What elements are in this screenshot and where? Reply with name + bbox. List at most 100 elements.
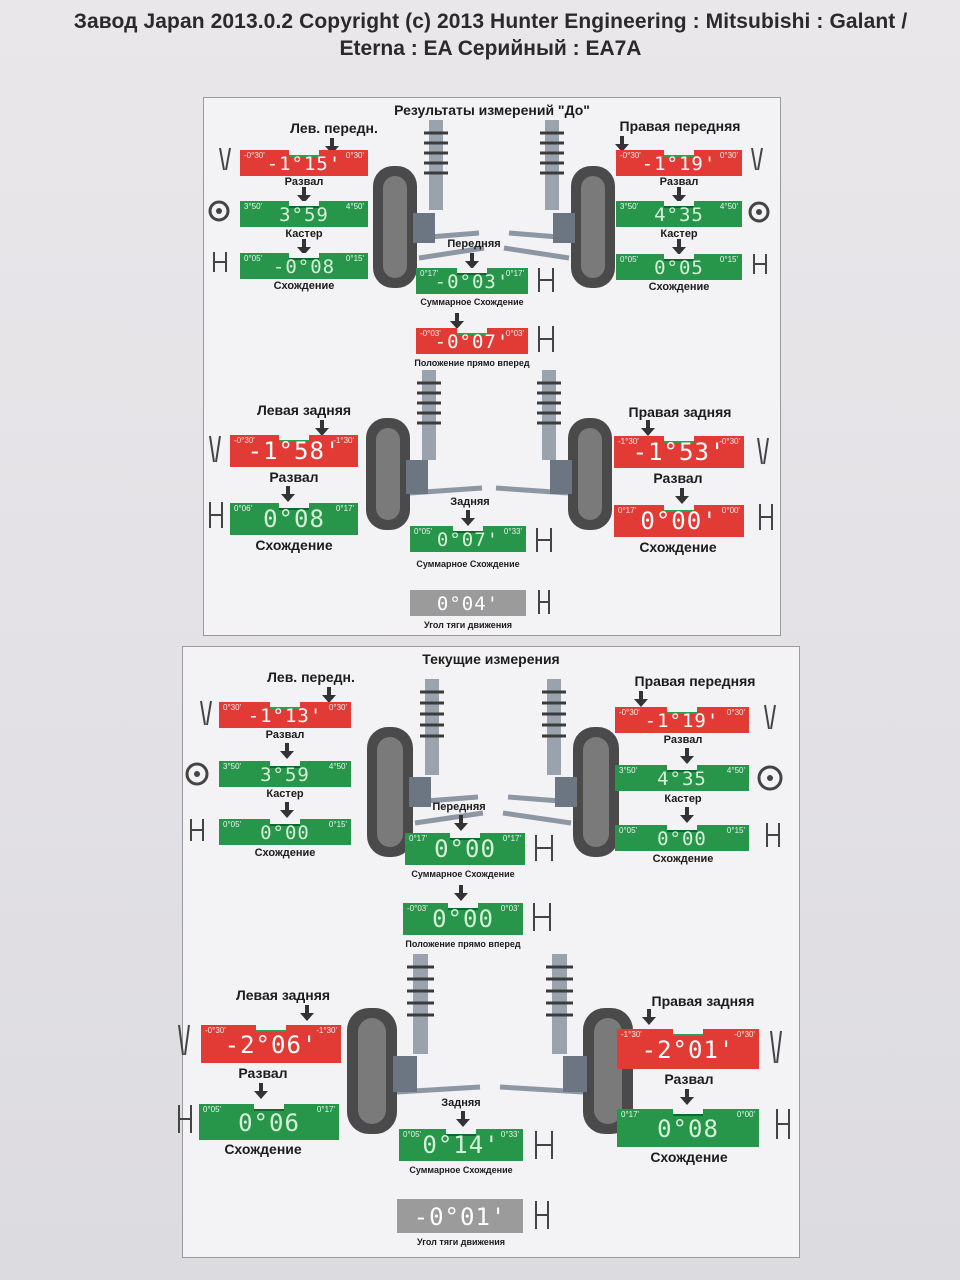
current-rear-total-toe-value: 0°14' [422, 1131, 500, 1159]
before-rear-right-toe-label: Схождение [639, 539, 717, 555]
before-front-right-caster-value: 4°35 [654, 204, 704, 226]
current-rear-right-camber-label: Развал [664, 1071, 714, 1087]
before-front-left-caster-gauge: 3°50' 4°50' 3°59 [240, 201, 368, 227]
current-front-right-caster-label: Кастер [664, 793, 702, 805]
before-thrust-angle-gauge: 0°04' [410, 590, 526, 616]
before-front-right-toe-label: Схождение [648, 281, 710, 293]
before-front-total-toe-label: Суммарное Схождение [420, 297, 524, 307]
before-front-left-camber-gauge: -0°30' 0°30' -1°15' [240, 150, 368, 176]
before-front-left-caster-label: Кастер [285, 228, 323, 240]
current-front-left-caster-gauge: 3°50' 4°50' 3°59 [219, 761, 351, 787]
before-rear-right-toe-value: 0°00' [640, 507, 718, 535]
current-thrust-angle-label: Угол тяги движения [416, 1237, 506, 1247]
current-rear-right-toe-value: 0°08 [657, 1115, 719, 1143]
before-rear-right-toe-gauge: 0°17' 0°00' 0°00' [614, 505, 744, 537]
current-rear-total-toe-label: Суммарное Схождение [409, 1165, 513, 1175]
before-rear-left-camber-gauge: -0°30' -1°30' -1°58' [230, 435, 358, 467]
toe-icon [190, 819, 204, 841]
caster-icon [208, 200, 230, 222]
before-rear-left-toe-gauge: 0°06' 0°17' 0°08 [230, 503, 358, 535]
toe-icon [753, 254, 767, 274]
current-thrust-angle-gauge: -0°01' [397, 1199, 523, 1233]
current-straight-ahead-label: Положение прямо вперед [405, 939, 521, 949]
current-panel-title: Текущие измерения [422, 651, 560, 667]
current-front-right-toe-value: 0°00 [657, 828, 707, 850]
caster-icon [748, 201, 770, 223]
before-front-right-camber-value: -1°19' [641, 153, 717, 175]
before-rear-right-camber-value: -1°53' [632, 438, 726, 466]
current-front-left-camber-gauge: 0°30' 0°30' -1°13' [219, 702, 351, 728]
camber-icon [200, 700, 212, 726]
steering-icon [533, 903, 551, 931]
before-front-left-title: Лев. передн. [290, 120, 378, 136]
current-front-left-toe-label: Схождение [254, 847, 316, 859]
before-straight-ahead-label: Положение прямо вперед [414, 358, 530, 368]
current-rear-left-toe-value: 0°06 [238, 1109, 300, 1137]
toe-icon [178, 1105, 192, 1133]
before-front-left-toe-gauge: 0°05' 0°15' -0°08 [240, 253, 368, 279]
before-rear-total-toe-value: 0°07' [436, 529, 500, 551]
current-rear-left-camber-label: Развал [238, 1065, 288, 1081]
report-header: Завод Japan 2013.0.2 Copyright (c) 2013 … [28, 8, 953, 62]
current-front-left-title: Лев. передн. [267, 669, 355, 685]
camber-icon [219, 147, 231, 171]
before-straight-ahead-value: -0°07' [434, 331, 510, 353]
current-front-left-caster-value: 3°59 [260, 764, 310, 786]
before-front-axle-title: Передняя [447, 238, 501, 250]
toe-icon [209, 502, 223, 528]
steering-icon [538, 326, 554, 352]
current-rear-right-toe-gauge: 0°17' 0°00' 0°08 [617, 1109, 759, 1147]
camber-icon [770, 1030, 782, 1064]
current-front-right-title: Правая передняя [634, 673, 756, 689]
current-front-right-toe-gauge: 0°05' 0°15' 0°00 [615, 825, 749, 851]
before-front-right-toe-gauge: 0°05' 0°15' 0°05 [616, 254, 742, 280]
current-rear-left-toe-label: Схождение [224, 1141, 302, 1157]
current-rear-right-title: Правая задняя [651, 993, 755, 1009]
before-front-left-toe-label: Схождение [273, 280, 335, 292]
before-rear-left-title: Левая задняя [256, 402, 352, 418]
current-rear-right-toe-label: Схождение [650, 1149, 728, 1165]
before-front-left-toe-value: -0°08 [272, 256, 336, 278]
current-front-left-caster-label: Кастер [266, 788, 304, 800]
before-front-right-caster-gauge: 3°50' 4°50' 4°35 [616, 201, 742, 227]
camber-icon [751, 147, 763, 171]
before-front-right-camber-label: Развал [659, 176, 699, 188]
before-front-left-caster-value: 3°59 [279, 204, 329, 226]
before-rear-total-toe-gauge: 0°05' 0°33' 0°07' [410, 526, 526, 552]
current-front-left-toe-gauge: 0°05' 0°15' 0°00 [219, 819, 351, 845]
current-thrust-angle-value: -0°01' [413, 1203, 507, 1231]
current-front-axle-title: Передняя [432, 801, 486, 813]
current-front-left-camber-label: Развал [265, 729, 305, 741]
before-rear-left-toe-value: 0°08 [263, 505, 325, 533]
before-front-left-camber-value: -1°15' [266, 153, 342, 175]
toe-icon [213, 252, 227, 272]
before-thrust-angle-value: 0°04' [436, 593, 500, 615]
current-front-right-camber-gauge: -0°30' 0°30' -1°19' [615, 707, 749, 733]
current-rear-left-title: Левая задняя [235, 987, 331, 1003]
before-front-right-caster-label: Кастер [660, 228, 698, 240]
before-front-total-toe-value: -0°03' [434, 271, 510, 293]
before-panel-title: Результаты измерений "До" [394, 102, 590, 118]
before-panel: Результаты измерений "До" Лев. передн. -… [203, 97, 781, 636]
before-rear-right-title: Правая задняя [628, 404, 732, 420]
current-front-right-caster-gauge: 3°50' 4°50' 4°35 [615, 765, 749, 791]
axle-toe-icon [535, 835, 553, 861]
before-straight-ahead-gauge: -0°03' 0°03' -0°07' [416, 328, 528, 354]
front-suspension-illustration [367, 679, 619, 857]
current-straight-ahead-value: 0°00 [432, 905, 494, 933]
camber-icon [209, 435, 221, 463]
toe-icon [776, 1109, 790, 1139]
current-front-total-toe-value: 0°00 [434, 835, 496, 863]
before-front-right-toe-value: 0°05 [654, 257, 704, 279]
report-header-line2: Eterna : EA Серийный : EA7A [339, 37, 642, 60]
thrust-icon [535, 1201, 549, 1229]
current-rear-right-camber-gauge: -1°30' -0°30' -2°01' [617, 1029, 759, 1069]
camber-icon [757, 437, 769, 465]
current-straight-ahead-gauge: -0°03' 0°03' 0°00 [403, 903, 523, 935]
toe-icon [759, 504, 773, 530]
before-rear-right-camber-label: Развал [653, 470, 703, 486]
axle-toe-icon [536, 528, 552, 552]
toe-icon [766, 823, 780, 847]
before-rear-left-toe-label: Схождение [255, 537, 333, 553]
current-rear-left-camber-gauge: -0°30' -1°30' -2°06' [201, 1025, 341, 1063]
